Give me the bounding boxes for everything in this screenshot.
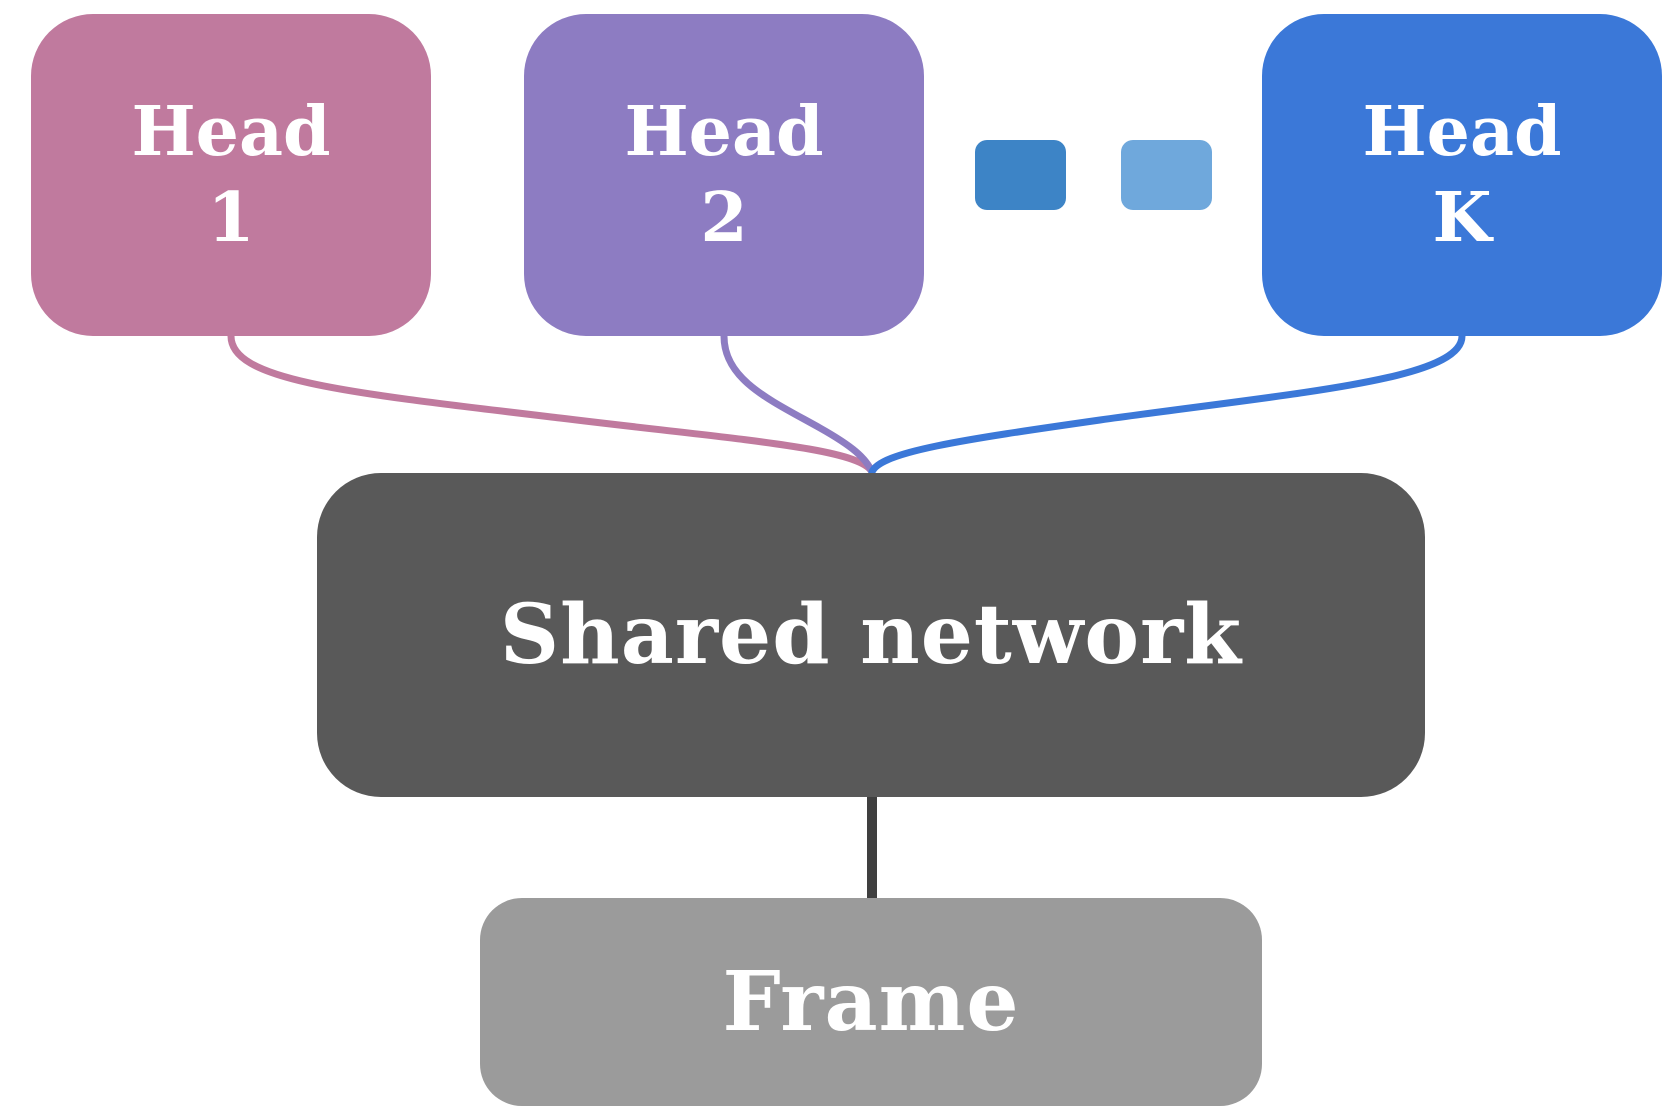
shared-network-label: Shared network [499,587,1243,683]
frame-label: Frame [722,954,1020,1050]
head-1-box: Head 1 [31,14,431,336]
ellipsis-dot-1 [975,140,1066,210]
headk-connector [868,332,1466,476]
ellipsis-dot-2 [1121,140,1212,210]
head-2-number: 2 [700,178,748,258]
head-k-label: Head [1362,92,1562,172]
head-2-label: Head [624,92,824,172]
shared-network-box: Shared network [317,473,1425,797]
head-k-box: Head K [1262,14,1662,336]
head1-connector [227,332,876,476]
head-k-number: K [1432,178,1492,258]
head2-connector [720,332,876,476]
head-1-number: 1 [207,178,255,258]
head-1-label: Head [131,92,331,172]
frame-box: Frame [480,898,1262,1106]
head-2-box: Head 2 [524,14,924,336]
